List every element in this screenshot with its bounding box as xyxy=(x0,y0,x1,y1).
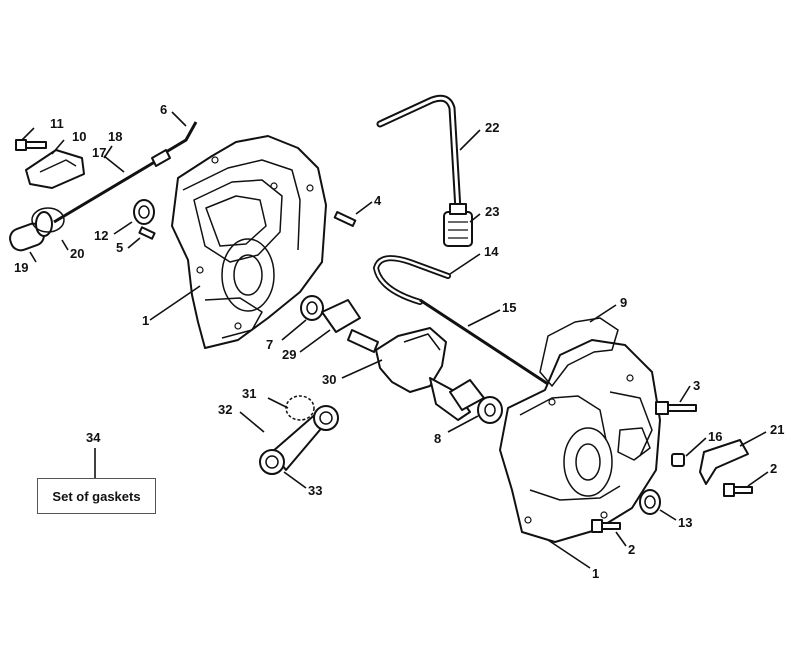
crankshaft xyxy=(347,327,471,421)
needle-bearing xyxy=(285,395,315,421)
grommet-19 xyxy=(9,211,53,252)
callout-29: 29 xyxy=(282,347,296,362)
screw-11 xyxy=(15,139,47,151)
bracket-10 xyxy=(25,149,85,189)
callout-22: 22 xyxy=(485,120,499,135)
callout-8: 8 xyxy=(434,431,441,446)
callout-2-right: 2 xyxy=(770,461,777,476)
oil-line xyxy=(419,298,549,386)
bracket-21 xyxy=(699,439,749,485)
crankcase-gasket xyxy=(539,317,619,387)
nut-16 xyxy=(671,453,685,467)
callout-7: 7 xyxy=(266,337,273,352)
fuel-hose xyxy=(376,94,462,214)
callout-13: 13 xyxy=(678,515,692,530)
callout-numbers: 11 10 18 17 6 12 5 20 19 1 4 7 29 30 22 … xyxy=(14,102,784,581)
gasket-set-label: Set of gaskets xyxy=(37,478,156,514)
bearing-right xyxy=(477,396,503,424)
callout-17: 17 xyxy=(92,145,106,160)
callout-2-lower: 2 xyxy=(628,542,635,557)
callout-23: 23 xyxy=(485,204,499,219)
callout-18: 18 xyxy=(108,129,122,144)
callout-10: 10 xyxy=(72,129,86,144)
callout-9: 9 xyxy=(620,295,627,310)
fuel-filter xyxy=(443,203,473,247)
callout-11: 11 xyxy=(50,116,64,131)
dowel-pin-5 xyxy=(138,226,156,240)
callout-1-left: 1 xyxy=(142,313,149,328)
callout-12: 12 xyxy=(94,228,108,243)
callout-21: 21 xyxy=(770,422,784,437)
dowel-pin-4 xyxy=(333,211,357,227)
connecting-rod xyxy=(259,405,339,475)
callout-16: 16 xyxy=(708,429,722,444)
right-crankcase-half xyxy=(499,339,661,543)
callout-3: 3 xyxy=(693,378,700,393)
bearing-gasket-plate-right xyxy=(449,379,485,411)
oil-seal-left xyxy=(133,199,155,225)
rod-hook xyxy=(165,121,198,154)
screw-2-upper xyxy=(723,483,753,497)
impulse-hose xyxy=(372,255,451,305)
callout-4: 4 xyxy=(374,193,382,208)
callout-33: 33 xyxy=(308,483,322,498)
callout-34: 34 xyxy=(86,430,101,445)
callout-14: 14 xyxy=(484,244,499,259)
left-crankcase-half xyxy=(171,135,327,349)
callout-5: 5 xyxy=(116,240,123,255)
callout-15: 15 xyxy=(502,300,516,315)
oil-seal-right xyxy=(639,489,661,515)
callout-20: 20 xyxy=(70,246,84,261)
leader-lines xyxy=(21,111,769,569)
screw-3 xyxy=(655,401,697,415)
screw-2-lower xyxy=(591,519,621,533)
callout-19: 19 xyxy=(14,260,28,275)
callout-30: 30 xyxy=(322,372,336,387)
bearing-left xyxy=(300,295,324,321)
ring-20 xyxy=(31,207,65,233)
throttle-rod xyxy=(53,158,159,224)
callout-31: 31 xyxy=(242,386,256,401)
bearing-gasket-plate xyxy=(321,299,361,333)
callout-32: 32 xyxy=(218,402,232,417)
callout-1-right: 1 xyxy=(592,566,599,581)
gasket-set-text: Set of gaskets xyxy=(52,488,141,504)
callout-6: 6 xyxy=(160,102,167,117)
rod-end-fitting xyxy=(151,149,171,167)
